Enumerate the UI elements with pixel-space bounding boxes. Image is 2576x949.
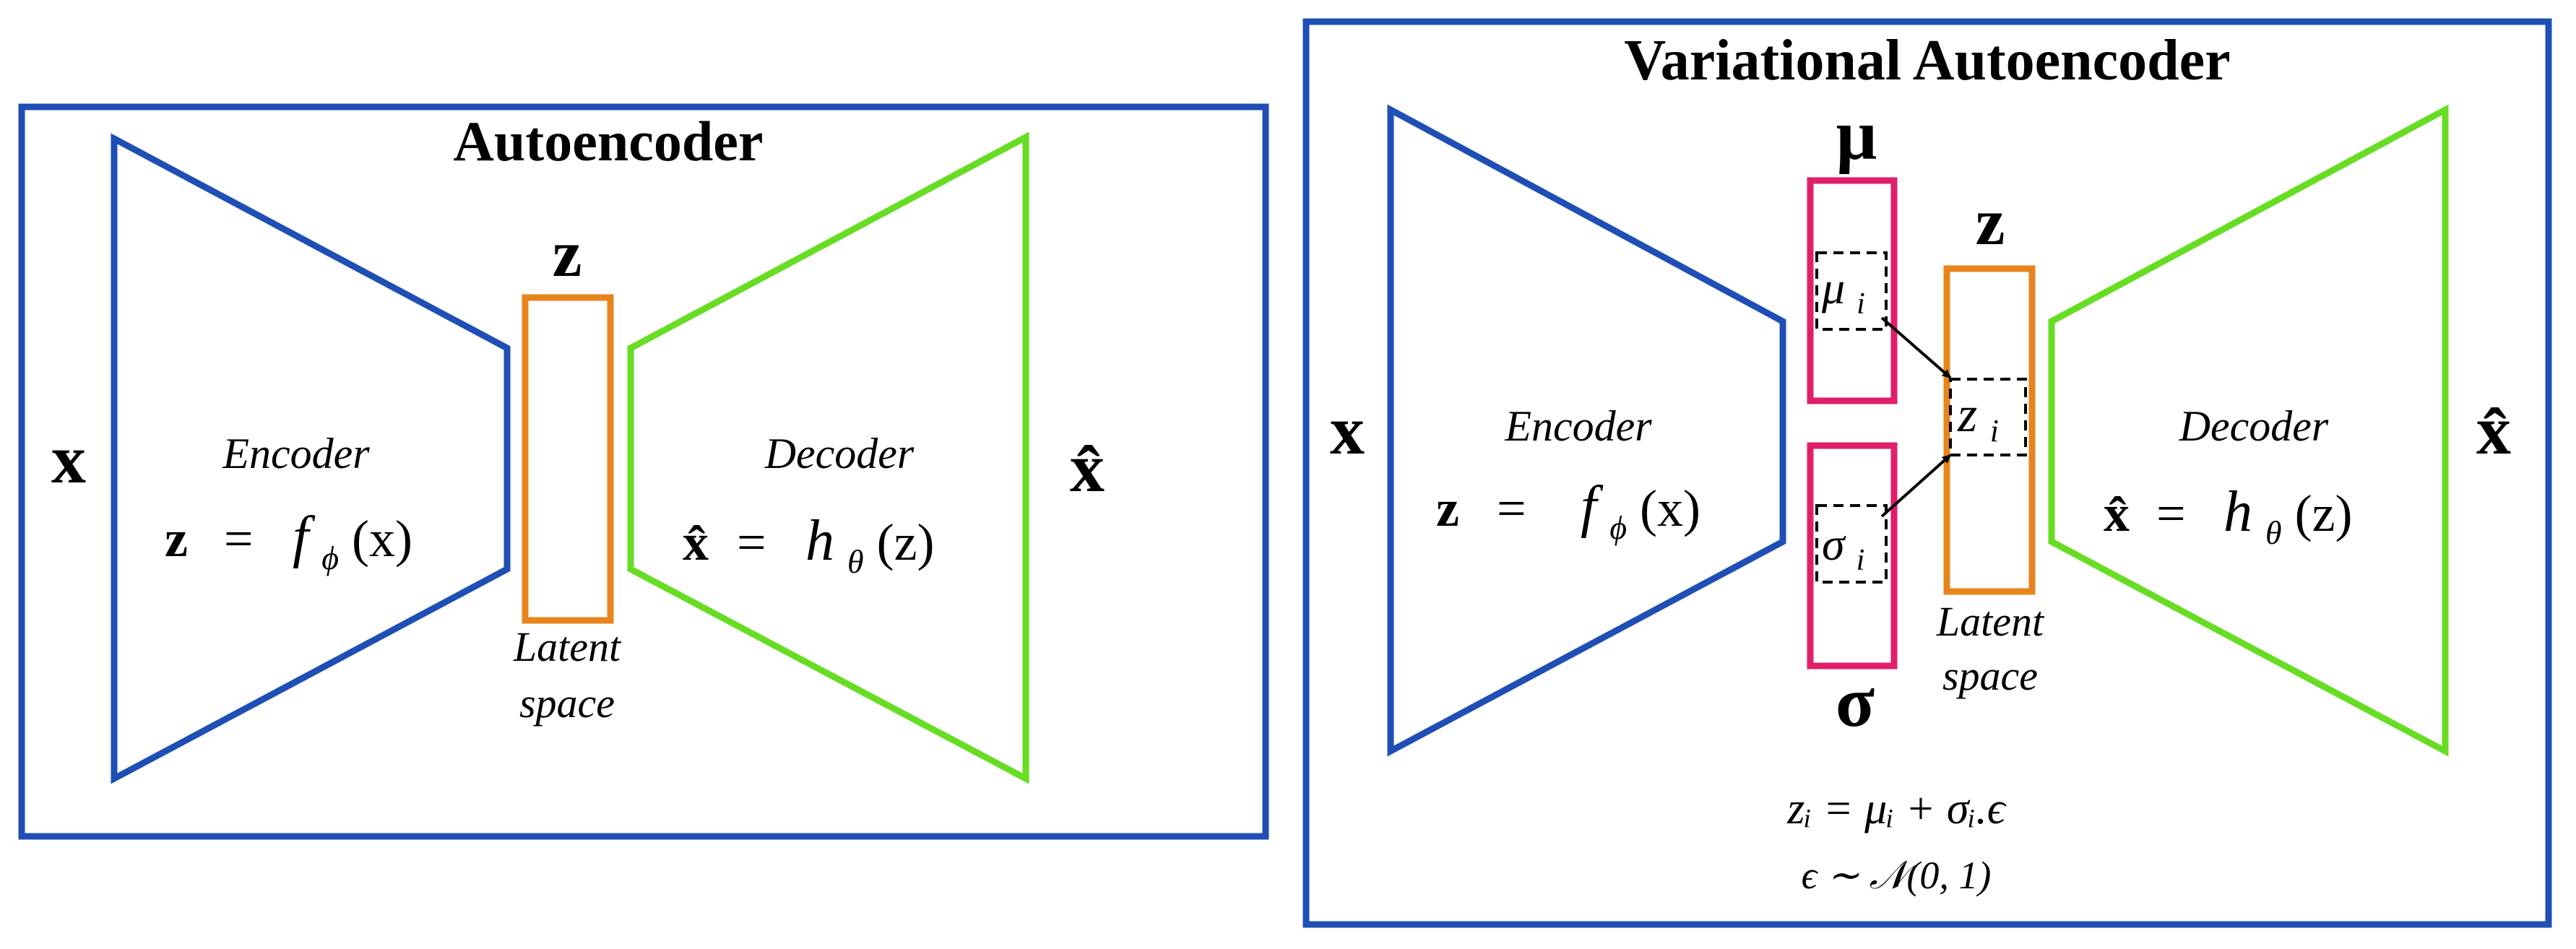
ae-decoder-label: Decoder <box>764 430 915 477</box>
ae-input-label: x <box>51 420 86 498</box>
ae-dec-eq-lhs: x̂ <box>683 514 709 571</box>
ae-dec-eq-sub: θ <box>847 543 864 580</box>
vae-dec-eq-fn: h <box>2223 480 2252 544</box>
vae-enc-eq-lhs: z <box>1436 480 1459 537</box>
ae-dec-eq-arg: (z) <box>877 514 935 571</box>
ae-decoder-shape <box>627 131 1029 784</box>
ae-enc-eq-fn: f <box>293 506 316 569</box>
autoencoder-title: Autoencoder <box>454 110 764 173</box>
vae-title: Variational Autoencoder <box>1624 29 2230 92</box>
ae-enc-eq-sub: ϕ <box>321 540 339 576</box>
vae-latent-label: z <box>1976 185 2005 259</box>
vae-dec-eq-equals: = <box>2156 485 2186 542</box>
vae-latent-caption-2: space <box>1942 652 2038 699</box>
autoencoder-frame <box>18 103 1269 840</box>
vae-sigma-i-sub: i <box>1857 544 1865 577</box>
vae-sigma-i: σ i <box>1822 519 1864 577</box>
vae-latent-box <box>1943 265 2036 595</box>
ae-latent-caption-1: Latent <box>513 623 622 670</box>
vae-sigma-to-z-arrow <box>1880 454 1952 518</box>
vae-mu-to-z-arrow <box>1880 316 1952 379</box>
autoencoder-panel: Autoencoder x Encoder z = f ϕ (x) z Late… <box>18 103 1269 840</box>
vae-enc-eq-sub: ϕ <box>1609 509 1627 546</box>
vae-panel: Variational Autoencoder x Encoder z = f … <box>1302 18 2552 928</box>
vae-encoder-shape <box>1387 104 1786 757</box>
ae-enc-eq-arg: (x) <box>352 510 412 568</box>
svg-text:z = f: z = f ϕ (x) <box>1436 475 1700 550</box>
svg-text:x̂ = h: x̂ = h θ (z) <box>683 509 935 584</box>
vae-frame <box>1302 18 2552 928</box>
vae-enc-eq-equals: = <box>1497 480 1526 537</box>
ae-enc-eq-equals: = <box>224 510 254 568</box>
vae-output-label: x̂ <box>2476 391 2511 469</box>
vae-z-i-sub: i <box>1990 413 1999 448</box>
vae-z-i-base: z <box>1957 387 1977 443</box>
vae-encoder-label: Encoder <box>1504 402 1652 450</box>
vae-mu-i: μ i <box>1821 262 1865 321</box>
ae-latent-caption-2: space <box>519 680 615 727</box>
vae-sigma-i-base: σ <box>1822 519 1846 570</box>
vae-dec-eq-sub: θ <box>2265 514 2282 551</box>
vae-enc-eq-fn: f <box>1581 475 1604 539</box>
vae-enc-eq-arg: (x) <box>1640 480 1700 537</box>
vae-mu-label: μ <box>1836 95 1877 175</box>
vae-z-i: z i <box>1957 387 1999 448</box>
vae-sigma-box <box>1807 442 1898 670</box>
ae-decoder-equation: x̂ = h θ (z) <box>683 509 935 584</box>
vae-z-i-box <box>1949 378 2027 456</box>
ae-dec-eq-equals: = <box>737 514 766 571</box>
ae-output-label: x̂ <box>1070 429 1105 506</box>
ae-latent-label: z <box>553 217 582 290</box>
ae-latent-box <box>522 294 614 624</box>
vae-encoder-equation: z = f ϕ (x) <box>1436 475 1700 550</box>
vae-sigma-i-box <box>1815 504 1888 584</box>
vae-sigma-label: σ <box>1836 662 1875 742</box>
svg-text:z = f: z = f ϕ (x) <box>165 506 412 581</box>
vae-dec-eq-lhs: x̂ <box>2104 485 2130 542</box>
ae-dec-eq-fn: h <box>805 509 834 573</box>
ae-encoder-equation: z = f ϕ (x) <box>165 506 412 581</box>
ae-encoder-label: Encoder <box>222 430 370 477</box>
vae-noise-equation: ϵ ∼ 𝒩(0, 1) <box>1802 854 1992 897</box>
vae-mu-i-base: μ <box>1821 262 1845 313</box>
svg-text:x̂ = h: x̂ = h θ (z) <box>2104 480 2353 555</box>
vae-decoder-label: Decoder <box>2179 402 2329 450</box>
ae-enc-eq-lhs: z <box>165 510 188 568</box>
vae-decoder-shape <box>2048 104 2449 757</box>
vae-mu-box <box>1807 177 1898 404</box>
vae-input-label: x <box>1330 391 1365 469</box>
vae-mu-i-sub: i <box>1857 287 1865 321</box>
ae-encoder-shape <box>111 133 511 784</box>
vae-decoder-equation: x̂ = h θ (z) <box>2104 480 2353 555</box>
vae-dec-eq-arg: (z) <box>2295 485 2353 542</box>
vae-reparam-equation: zᵢ = μᵢ + σᵢ.ϵ <box>1786 784 2006 833</box>
vae-mu-i-box <box>1815 251 1888 331</box>
vae-latent-caption-1: Latent <box>1936 598 2045 645</box>
